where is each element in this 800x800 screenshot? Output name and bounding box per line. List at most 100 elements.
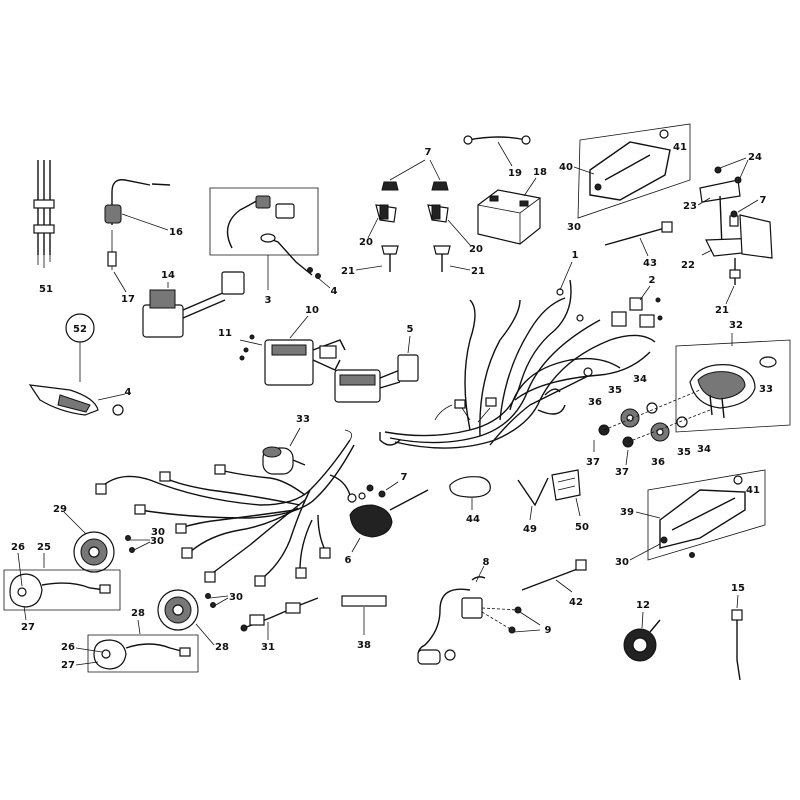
callout-51: 51 bbox=[39, 284, 53, 295]
callout-43: 43 bbox=[643, 258, 657, 269]
sensor-kit-box bbox=[209, 187, 319, 276]
callout-41-top: 41 bbox=[673, 142, 687, 153]
headlight-bulb-box-upper bbox=[3, 569, 121, 611]
callout-40: 40 bbox=[559, 162, 573, 173]
terminal-bolt-left-icon bbox=[375, 181, 399, 272]
wire-clip-icon bbox=[517, 469, 581, 507]
callout-7-mid: 7 bbox=[401, 472, 408, 483]
starter-relay-icon bbox=[142, 271, 245, 338]
callout-18: 18 bbox=[533, 167, 547, 178]
callout-37-lower: 37 bbox=[615, 467, 629, 478]
callout-50: 50 bbox=[575, 522, 589, 533]
callout-24: 24 bbox=[748, 152, 762, 163]
callout-52: 52 bbox=[73, 324, 87, 335]
headlight-lower-icon bbox=[157, 589, 216, 631]
callout-5: 5 bbox=[407, 324, 414, 335]
callout-19: 19 bbox=[508, 168, 522, 179]
callout-4-small: 4 bbox=[125, 387, 132, 398]
callout-21-left: 21 bbox=[341, 266, 355, 277]
callout-33-left: 33 bbox=[296, 414, 310, 425]
callout-23: 23 bbox=[683, 201, 697, 212]
battery-strap-icon bbox=[463, 135, 531, 145]
rear-bracket-box bbox=[577, 123, 691, 219]
callout-26-lower: 26 bbox=[61, 642, 75, 653]
callout-16: 16 bbox=[169, 227, 183, 238]
callout-37-upper: 37 bbox=[586, 457, 600, 468]
main-wiring-harness-icon bbox=[379, 279, 656, 449]
callout-2: 2 bbox=[649, 275, 656, 286]
callout-34-upper: 34 bbox=[633, 374, 647, 385]
callout-9: 9 bbox=[545, 625, 552, 636]
callout-10: 10 bbox=[305, 305, 319, 316]
ignition-coil-small-icon bbox=[262, 446, 306, 475]
callout-25: 25 bbox=[37, 542, 51, 553]
callout-30-harness: 30 bbox=[151, 527, 165, 538]
battery-icon bbox=[477, 189, 541, 245]
callout-12: 12 bbox=[636, 600, 650, 611]
callout-17: 17 bbox=[121, 294, 135, 305]
callout-41-lower: 41 bbox=[746, 485, 760, 496]
license-bracket-box bbox=[647, 469, 766, 561]
callout-30-left-lower: 30 bbox=[229, 592, 243, 603]
headlight-icon bbox=[73, 531, 135, 573]
relay-bracket-icon bbox=[699, 166, 773, 285]
callout-44: 44 bbox=[466, 514, 480, 525]
callout-1: 1 bbox=[572, 250, 579, 261]
brake-switch-cable-icon bbox=[240, 597, 319, 632]
wire-tie-icon bbox=[731, 609, 743, 681]
callout-29: 29 bbox=[53, 504, 67, 515]
callout-15: 15 bbox=[731, 583, 745, 594]
terminal-bolt-right-icon bbox=[427, 181, 451, 272]
fuse-holder-icon bbox=[449, 476, 491, 498]
callout-8: 8 bbox=[483, 557, 490, 568]
callout-28-upper: 28 bbox=[131, 608, 145, 619]
callout-11: 11 bbox=[218, 328, 232, 339]
wire-connector-bundle-icon bbox=[33, 160, 55, 268]
callout-6: 6 bbox=[345, 555, 352, 566]
front-wiring-harness-icon bbox=[95, 429, 357, 587]
cdi-unit-icon bbox=[264, 339, 346, 386]
taillight-box bbox=[675, 339, 791, 433]
callout-36-lower: 36 bbox=[651, 457, 665, 468]
callout-21-right: 21 bbox=[471, 266, 485, 277]
callout-34-lower: 34 bbox=[697, 444, 711, 455]
callout-22: 22 bbox=[681, 260, 695, 271]
callout-30-lower-right: 30 bbox=[615, 557, 629, 568]
temperature-sensor-icon bbox=[104, 179, 171, 270]
callout-33-right: 33 bbox=[759, 384, 773, 395]
handlebar-switch-icon bbox=[349, 484, 429, 538]
callout-30-top: 30 bbox=[567, 222, 581, 233]
callout-4: 4 bbox=[331, 286, 338, 297]
callout-14: 14 bbox=[161, 270, 175, 281]
taillight-icon bbox=[689, 356, 777, 419]
headlight-bulb-box-lower bbox=[87, 634, 199, 673]
callout-20-left: 20 bbox=[359, 237, 373, 248]
callout-31: 31 bbox=[261, 642, 275, 653]
callout-39: 39 bbox=[620, 507, 634, 518]
cable-tie-icon bbox=[604, 221, 673, 246]
callout-7-top: 7 bbox=[425, 147, 432, 158]
callout-42: 42 bbox=[569, 597, 583, 608]
regulator-rectifier-icon bbox=[334, 354, 419, 403]
callout-27-upper: 27 bbox=[21, 622, 35, 633]
cable-tie-lower-icon bbox=[521, 559, 587, 591]
callout-35-lower: 35 bbox=[677, 447, 691, 458]
callout-38: 38 bbox=[357, 640, 371, 651]
callout-36-upper: 36 bbox=[588, 397, 602, 408]
grommet-set-lower bbox=[622, 409, 711, 448]
callout-21-right-bracket: 21 bbox=[715, 305, 729, 316]
turn-signal-icon bbox=[28, 384, 126, 416]
fuse-icon bbox=[341, 595, 387, 607]
callout-3: 3 bbox=[265, 295, 272, 306]
callout-27-lower: 27 bbox=[61, 660, 75, 671]
callout-28-lower: 28 bbox=[215, 642, 229, 653]
ignition-coil-icon bbox=[417, 576, 522, 665]
horn-icon bbox=[623, 619, 661, 662]
callout-32: 32 bbox=[729, 320, 743, 331]
callout-20-right: 20 bbox=[469, 244, 483, 255]
callout-30-left-upper: 30 bbox=[150, 536, 164, 547]
callout-35-upper: 35 bbox=[608, 385, 622, 396]
callout-7-right: 7 bbox=[760, 195, 767, 206]
callout-49: 49 bbox=[523, 524, 537, 535]
